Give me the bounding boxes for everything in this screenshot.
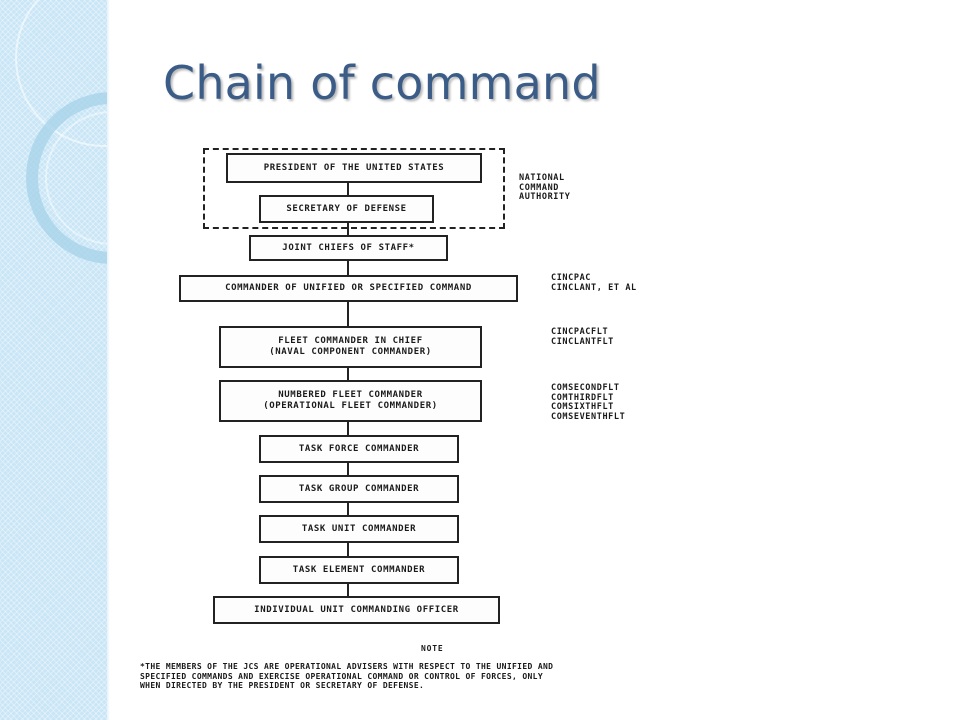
note-text: *THE MEMBERS OF THE JCS ARE OPERATIONAL … xyxy=(140,662,554,690)
box-label: NUMBERED FLEET COMMANDER xyxy=(278,390,423,400)
side-line: CINCPACFLT xyxy=(551,327,609,337)
box-label: FLEET COMMANDER IN CHIEF xyxy=(278,336,423,346)
box-label: TASK FORCE COMMANDER xyxy=(298,443,420,454)
label-national-command-authority: NATIONAL COMMAND AUTHORITY xyxy=(519,173,571,203)
box-individual-unit: INDIVIDUAL UNIT COMMANDING OFFICER xyxy=(213,596,500,624)
side-line: COMTHIRDFLT xyxy=(551,392,614,403)
box-label: SECRETARY OF DEFENSE xyxy=(286,203,407,214)
decorative-circles xyxy=(15,0,107,264)
box-label: (OPERATIONAL FLEET COMMANDER) xyxy=(263,401,438,411)
box-numbered-fleet-commander: NUMBERED FLEET COMMANDER (OPERATIONAL FL… xyxy=(219,380,482,422)
box-unified-command: COMMANDER OF UNIFIED OR SPECIFIED COMMAN… xyxy=(179,275,518,302)
label-fleet-commands: CINCPACFLT CINCLANTFLT xyxy=(551,327,614,347)
label-numbered-fleets: COMSECONDFLT COMTHIRDFLT COMSIXTHFLT COM… xyxy=(551,383,626,422)
side-line: CINCPAC xyxy=(551,273,592,283)
side-line: COMSEVENTHFLT xyxy=(551,411,626,422)
box-task-group: TASK GROUP COMMANDER xyxy=(259,475,459,503)
box-task-element: TASK ELEMENT COMMANDER xyxy=(259,556,459,584)
label-unified-commands: CINCPAC CINCLANT, ET AL xyxy=(551,273,637,293)
box-label: (NAVAL COMPONENT COMMANDER) xyxy=(269,347,432,357)
box-label: TASK ELEMENT COMMANDER xyxy=(292,564,426,575)
box-task-force: TASK FORCE COMMANDER xyxy=(259,435,459,463)
side-line: COMSIXTHFLT xyxy=(551,402,614,412)
box-label: COMMANDER OF UNIFIED OR SPECIFIED COMMAN… xyxy=(225,283,472,293)
note-heading: NOTE xyxy=(421,644,444,653)
national-command-authority-frame xyxy=(203,148,505,229)
side-line: CINCLANT, ET AL xyxy=(551,282,637,293)
box-president: PRESIDENT OF THE UNITED STATES xyxy=(226,153,482,183)
box-label: JOINT CHIEFS OF STAFF* xyxy=(282,242,415,253)
decorative-side-band xyxy=(0,0,107,720)
side-line: CINCLANTFLT xyxy=(551,336,614,347)
slide-title: Chain of command xyxy=(163,56,601,110)
box-joint-chiefs: JOINT CHIEFS OF STAFF* xyxy=(249,235,448,261)
box-task-unit: TASK UNIT COMMANDER xyxy=(259,515,459,543)
box-label: TASK UNIT COMMANDER xyxy=(301,523,417,534)
box-fleet-commander-in-chief: FLEET COMMANDER IN CHIEF (NAVAL COMPONEN… xyxy=(219,326,482,368)
side-line: AUTHORITY xyxy=(519,192,571,202)
side-line: COMSECONDFLT xyxy=(551,383,620,393)
box-label: INDIVIDUAL UNIT COMMANDING OFFICER xyxy=(254,604,459,615)
box-label: PRESIDENT OF THE UNITED STATES xyxy=(263,162,445,173)
side-line: COMMAND xyxy=(519,182,560,193)
side-line: NATIONAL xyxy=(519,173,565,183)
band-edge xyxy=(107,0,110,720)
box-secretary-of-defense: SECRETARY OF DEFENSE xyxy=(259,195,434,223)
box-label: TASK GROUP COMMANDER xyxy=(298,483,420,494)
